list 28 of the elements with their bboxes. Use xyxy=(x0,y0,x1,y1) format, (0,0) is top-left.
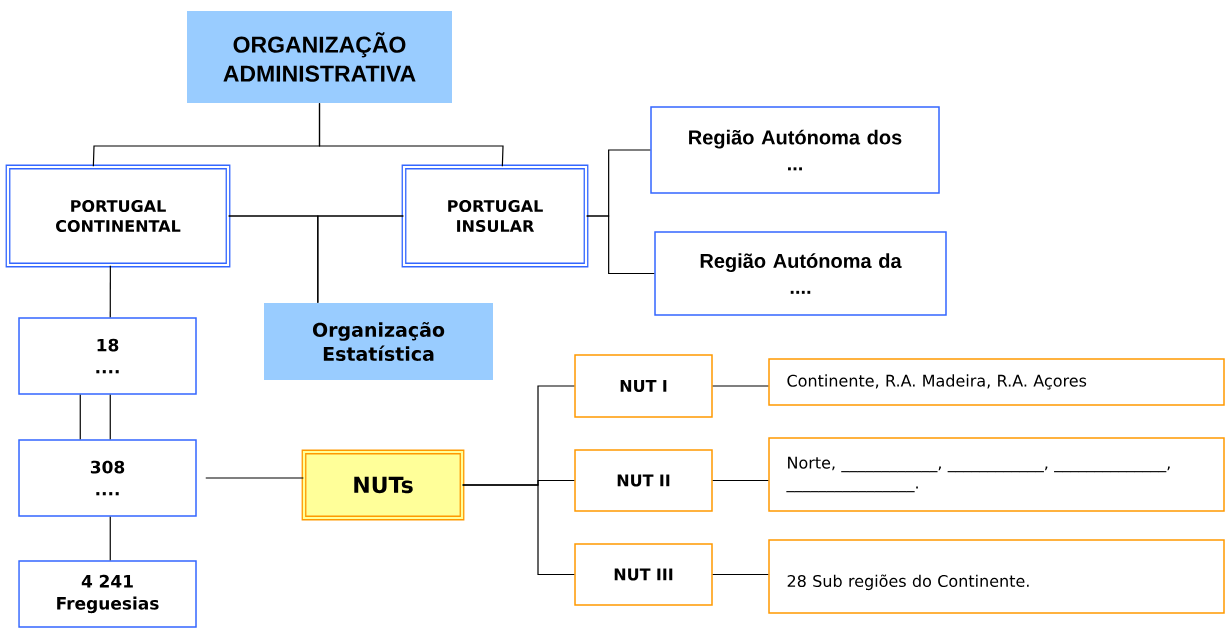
connector-line xyxy=(317,215,404,304)
connector-line xyxy=(109,394,111,440)
answer-box: Continente, R.A. Madeira, R.A. Açores xyxy=(768,358,1225,406)
connector-line xyxy=(109,265,111,318)
connector-line xyxy=(79,394,81,440)
region-box: Região Autónoma dos ... xyxy=(650,106,940,194)
connector-line xyxy=(712,479,769,482)
connector-line xyxy=(586,215,655,275)
count-box: 308 .... xyxy=(18,439,197,517)
connector-line xyxy=(109,516,111,561)
count-box: 4 241 Freguesias xyxy=(18,560,197,628)
connector-line xyxy=(712,385,769,387)
level-box: NUT I xyxy=(574,354,713,418)
connector-line xyxy=(318,102,504,167)
level-box: NUT III xyxy=(574,543,713,606)
level-box: NUT II xyxy=(574,449,713,512)
connector-line xyxy=(462,484,575,576)
answer-box: Norte, ____________, ____________, ______________, ________________. xyxy=(768,437,1225,512)
count-box: 18 .... xyxy=(18,317,197,395)
connector-line xyxy=(712,573,769,576)
nuts-box: NUTs xyxy=(301,449,465,521)
heading-box: Organização Estatística xyxy=(264,303,493,380)
region-box: PORTUGAL CONTINENTAL xyxy=(5,164,231,268)
answer-box: 28 Sub regiões do Continente. xyxy=(768,539,1225,614)
region-box: Região Autónoma da .... xyxy=(654,231,947,316)
region-box: PORTUGAL INSULAR xyxy=(401,164,589,268)
heading-box: ORGANIZAÇÃO ADMINISTRATIVA xyxy=(187,11,452,103)
connector-line xyxy=(205,477,304,479)
